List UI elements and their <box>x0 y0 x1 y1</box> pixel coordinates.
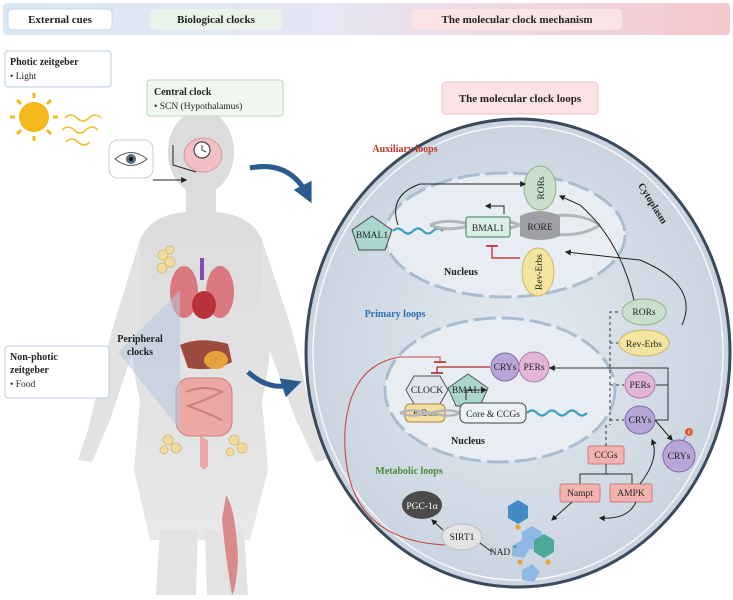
bmal1-gene <box>465 216 511 238</box>
rev-erbs-cytoplasm <box>618 329 670 357</box>
rev-erbs-nucleus <box>521 247 555 297</box>
header-bar: External cues Biological clocks The mole… <box>3 3 730 35</box>
heart-icon <box>192 291 216 319</box>
core-ccgs-label: Core & CCGs <box>466 410 520 420</box>
nonphotic-title-1: Non-photic <box>10 352 58 363</box>
phosphate-label: P <box>688 431 691 436</box>
non-photic-zeitgeber-box: Non-photic zeitgeber • Food <box>4 345 110 399</box>
pers-nucleus-label: PERs <box>523 363 544 373</box>
bmal1-protein-label: BMAL1 <box>452 386 484 396</box>
core-mrna <box>526 409 588 417</box>
nad-sup: + <box>513 543 517 551</box>
nucleus-label-top: Nucleus <box>444 267 478 278</box>
cry-phospho <box>662 439 696 473</box>
photic-title: Photic zeitgeber <box>10 57 79 68</box>
rors-nucleus-label: RORs <box>537 176 547 200</box>
header-external-cues: External cues <box>28 14 93 26</box>
rors-cytoplasm-label: RORs <box>632 308 656 318</box>
cry-nucleus-label: CRYs <box>494 363 517 373</box>
bmal1-gene-label: BMAL1 <box>472 224 504 234</box>
central-to-cell-arrow <box>249 164 312 204</box>
nonphotic-item: • Food <box>10 380 35 390</box>
dna-helix-bottom <box>399 409 461 417</box>
bmal1-cytoplasm-label: BMAL1 <box>356 231 388 241</box>
scn-pointer <box>172 145 197 173</box>
rev-erbs-cytoplasm-label: Rev-Erbs <box>626 340 662 350</box>
rore-label: RORE <box>527 223 553 233</box>
rev-erbs-nucleus-label: Rev-Erbs <box>535 254 545 290</box>
ampk-box <box>609 483 653 503</box>
nad-molecule-icon <box>508 500 554 582</box>
photic-item: • Light <box>10 72 37 82</box>
bmal1-mrna <box>392 227 444 235</box>
metabolic-loops-label: Metabolic loops <box>375 466 443 477</box>
pers-cytoplasm <box>624 371 656 399</box>
hip-adipose-icon <box>159 434 248 457</box>
eye-icon <box>108 139 154 179</box>
human-body <box>78 110 330 595</box>
sirt1-label: SIRT1 <box>450 533 475 543</box>
pgc1a-label: PGC-1α <box>406 502 437 512</box>
central-title: Central clock <box>154 87 212 98</box>
dna-helix-top <box>429 213 601 237</box>
primary-loops-label: Primary loops <box>365 309 426 320</box>
rors-nucleus <box>523 165 557 211</box>
phosphate-icon <box>685 428 693 436</box>
peripheral-label-1: Peripheral <box>117 334 163 345</box>
cry-cytoplasm-label: CRYs <box>629 416 652 426</box>
ccgs-label: CCGs <box>594 451 618 461</box>
header-molecular-mechanism: The molecular clock mechanism <box>441 14 592 26</box>
nad-label: NAD <box>490 548 511 558</box>
loops-title: The molecular clock loops <box>459 93 582 105</box>
nampt-label: Nampt <box>567 489 593 499</box>
clock-label: CLOCK <box>411 386 443 396</box>
nucleus-label-bottom: Nucleus <box>451 436 485 447</box>
cry-phospho-label: CRYs <box>668 452 691 462</box>
rors-cytoplasm <box>621 298 667 326</box>
nampt-box <box>559 483 601 503</box>
stomach-icon <box>204 351 228 369</box>
intestine-icon <box>175 377 233 437</box>
photic-zeitgeber-box: Photic zeitgeber • Light <box>4 50 112 88</box>
sirt1-shape <box>441 523 483 551</box>
muscle-icon <box>222 495 238 595</box>
central-clock-box: Central clock • SCN (Hypothalamus) <box>146 79 284 117</box>
header-biological-clocks: Biological clocks <box>177 14 256 26</box>
nucleus-bottom <box>383 316 617 464</box>
pgc1a-shape <box>402 491 442 519</box>
peripheral-label-2: clocks <box>127 347 153 358</box>
adipose-tissue-icon <box>156 245 176 274</box>
light-wave-icon <box>61 114 102 146</box>
rore-shape <box>520 211 560 240</box>
auxiliary-loops-label: Auxiliary loops <box>372 144 437 155</box>
core-ccgs <box>459 402 527 424</box>
nonphotic-title-2: zeitgeber <box>10 365 49 376</box>
peripheral-to-cell-arrow <box>246 370 302 398</box>
bmal1-cytoplasm <box>351 215 393 251</box>
ampk-label: AMPK <box>617 489 645 499</box>
pers-cytoplasm-label: PERs <box>629 381 650 391</box>
sun-icon <box>10 93 58 141</box>
central-item: • SCN (Hypothalamus) <box>154 101 242 112</box>
